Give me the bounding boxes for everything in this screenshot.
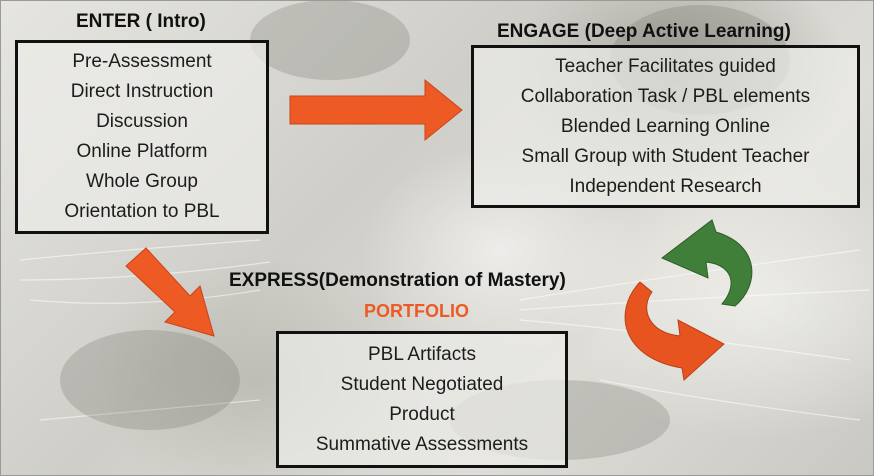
arrow-right-icon: [289, 78, 463, 142]
enter-item: Discussion: [96, 111, 188, 132]
express-box: PBL Artifacts Student Negotiated Product…: [276, 331, 568, 468]
enter-heading: ENTER ( Intro): [76, 11, 206, 32]
engage-item: Collaboration Task / PBL elements: [520, 85, 811, 107]
express-heading: EXPRESS(Demonstration of Mastery): [229, 270, 566, 291]
express-item: Summative Assessments: [315, 433, 529, 455]
engage-item: Teacher Facilitates guided: [555, 55, 776, 77]
engage-item: Small Group with Student Teacher: [521, 145, 810, 167]
cycle-arrow-green-icon: [661, 219, 753, 307]
engage-item: Blended Learning Online: [560, 115, 771, 137]
enter-item: Pre-Assessment: [72, 51, 212, 72]
enter-item: Online Platform: [76, 141, 208, 162]
engage-heading: ENGAGE (Deep Active Learning): [497, 21, 791, 42]
express-item: Student Negotiated: [340, 373, 504, 395]
engage-box: Teacher Facilitates guided Collaboration…: [471, 45, 860, 208]
enter-item: Whole Group: [86, 171, 198, 192]
enter-item: Orientation to PBL: [64, 201, 220, 222]
express-item: PBL Artifacts: [367, 343, 477, 365]
express-item: Product: [389, 403, 455, 425]
enter-item: Direct Instruction: [70, 81, 214, 102]
arrow-down-right-icon: [125, 247, 215, 337]
cycle-arrow-orange-icon: [624, 281, 725, 381]
portfolio-label: PORTFOLIO: [364, 301, 469, 321]
enter-box: Pre-Assessment Direct Instruction Discus…: [15, 40, 269, 234]
engage-item: Independent Research: [569, 175, 762, 197]
